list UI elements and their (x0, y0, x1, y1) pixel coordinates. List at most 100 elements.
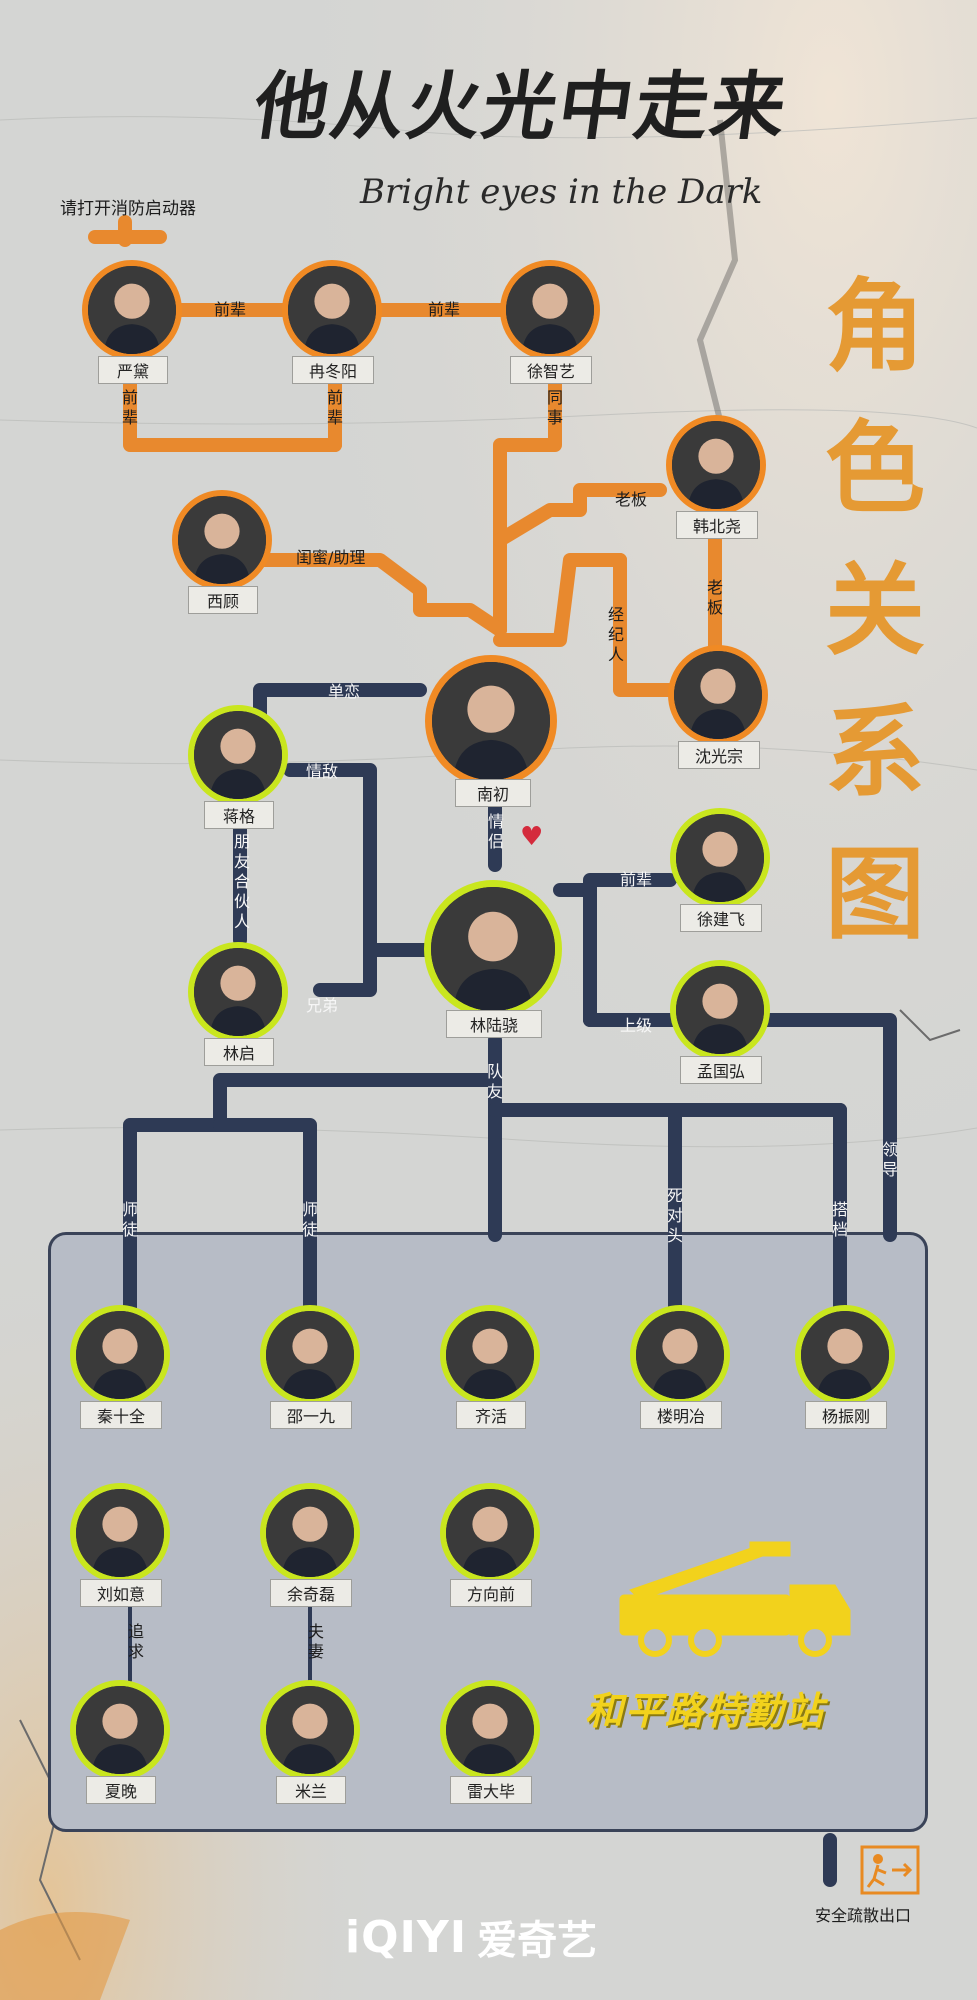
node-loumingye[interactable]: 楼明冶 (630, 1305, 734, 1429)
relation-label: 前辈 (620, 870, 653, 889)
name-label: 齐活 (456, 1401, 526, 1429)
relation-label: 单恋 (328, 682, 361, 701)
upper-pipes (88, 215, 722, 697)
avatar (70, 1483, 170, 1583)
poster-subtitle: Bright eyes in the Dark (360, 172, 763, 212)
node-qinshiquan[interactable]: 秦十全 (70, 1305, 174, 1429)
portrait-icon (178, 496, 266, 584)
relation-label: 朋友合伙人 (233, 832, 250, 931)
node-linqi[interactable]: 林启 (188, 942, 292, 1066)
portrait-icon (674, 651, 762, 739)
side-title-char: 关 (825, 551, 925, 669)
avatar (282, 260, 382, 360)
node-fangxiangqian[interactable]: 方向前 (440, 1483, 544, 1607)
node-shenguangzong[interactable]: 沈光宗 (668, 645, 772, 769)
portrait-icon (76, 1686, 164, 1774)
avatar (70, 1680, 170, 1780)
avatar (260, 1483, 360, 1583)
portrait-icon (266, 1311, 354, 1399)
portrait-icon (266, 1686, 354, 1774)
node-yuqilei[interactable]: 余奇磊 (260, 1483, 364, 1607)
portrait-icon (636, 1311, 724, 1399)
node-xuzhiyi[interactable]: 徐智艺 (500, 260, 604, 384)
node-hanbeiyao[interactable]: 韩北尧 (666, 415, 770, 539)
portrait-icon (446, 1311, 534, 1399)
avatar (188, 942, 288, 1042)
node-linluxiao[interactable]: 林陆骁 (424, 880, 568, 1038)
name-label: 夏晚 (86, 1776, 156, 1804)
avatar (795, 1305, 895, 1405)
node-yangzhengang[interactable]: 杨振刚 (795, 1305, 899, 1429)
avatar (82, 260, 182, 360)
avatar (260, 1680, 360, 1780)
portrait-icon (432, 662, 550, 780)
name-label: 蒋格 (204, 801, 274, 829)
relation-label: 同事 (546, 388, 563, 427)
start-hint: 请打开消防启动器 (60, 199, 196, 219)
name-label: 严黛 (98, 356, 168, 384)
portrait-icon (88, 266, 176, 354)
node-xujianfei[interactable]: 徐建飞 (670, 808, 774, 932)
node-liuruyi[interactable]: 刘如意 (70, 1483, 174, 1607)
node-yandai[interactable]: 严黛 (82, 260, 186, 384)
avatar (670, 960, 770, 1060)
relation-label: 追求 (127, 1622, 144, 1661)
node-xigu[interactable]: 西顾 (172, 490, 276, 614)
side-title-char: 图 (825, 835, 925, 953)
poster-title: 他从火光中走来 (248, 64, 794, 150)
relation-label: 情敌 (306, 762, 339, 781)
name-label: 米兰 (276, 1776, 346, 1804)
avatar (70, 1305, 170, 1405)
relation-label: 前辈 (326, 388, 343, 427)
side-title-char: 角 (825, 267, 925, 385)
relation-label: 队友 (486, 1062, 503, 1101)
name-label: 西顾 (188, 586, 258, 614)
portrait-icon (801, 1311, 889, 1399)
portrait-icon (76, 1489, 164, 1577)
node-mengguohong[interactable]: 孟国弘 (670, 960, 774, 1084)
node-randongyang[interactable]: 冉冬阳 (282, 260, 386, 384)
avatar (500, 260, 600, 360)
portrait-icon (506, 266, 594, 354)
avatar (425, 655, 557, 787)
node-milan[interactable]: 米兰 (260, 1680, 364, 1804)
station-name: 和平路特勤站 (585, 1689, 826, 1733)
portrait-icon (676, 814, 764, 902)
name-label: 方向前 (450, 1579, 532, 1607)
node-xiawan[interactable]: 夏晚 (70, 1680, 174, 1804)
relation-label: 经纪人 (607, 605, 624, 664)
node-nanchu[interactable]: 南初 (425, 655, 565, 807)
avatar (440, 1483, 540, 1583)
relation-label: 闺蜜/助理 (296, 548, 366, 567)
node-jiangge[interactable]: 蒋格 (188, 705, 292, 829)
name-label: 冉冬阳 (292, 356, 374, 384)
side-title-char: 系 (825, 693, 925, 811)
logo-en: iQIYI (345, 1911, 468, 1963)
relation-label: 老板 (706, 578, 723, 617)
relation-label: 上级 (620, 1016, 653, 1035)
relation-label: 老板 (615, 490, 648, 509)
name-label: 余奇磊 (270, 1579, 352, 1607)
avatar (440, 1680, 540, 1780)
relation-label: 前辈 (428, 300, 461, 319)
exit-sign-icon (860, 1845, 920, 1895)
avatar (424, 880, 562, 1018)
avatar (630, 1305, 730, 1405)
relation-label: 师徒 (121, 1200, 138, 1239)
name-label: 沈光宗 (678, 741, 760, 769)
portrait-icon (266, 1489, 354, 1577)
node-leidabi[interactable]: 雷大毕 (440, 1680, 544, 1804)
node-qihuo[interactable]: 齐活 (440, 1305, 544, 1429)
portrait-icon (194, 948, 282, 1036)
avatar (172, 490, 272, 590)
relation-label: 前辈 (214, 300, 247, 319)
relation-label: 师徒 (301, 1200, 318, 1239)
name-label: 徐智艺 (510, 356, 592, 384)
exit-label: 安全疏散出口 (815, 1906, 912, 1925)
heart-icon: ♥ (520, 822, 544, 852)
name-label: 徐建飞 (680, 904, 762, 932)
name-label: 楼明冶 (640, 1401, 722, 1429)
name-label: 秦十全 (80, 1401, 162, 1429)
node-shaoyijiu[interactable]: 邵一九 (260, 1305, 364, 1429)
name-label: 林启 (204, 1038, 274, 1066)
